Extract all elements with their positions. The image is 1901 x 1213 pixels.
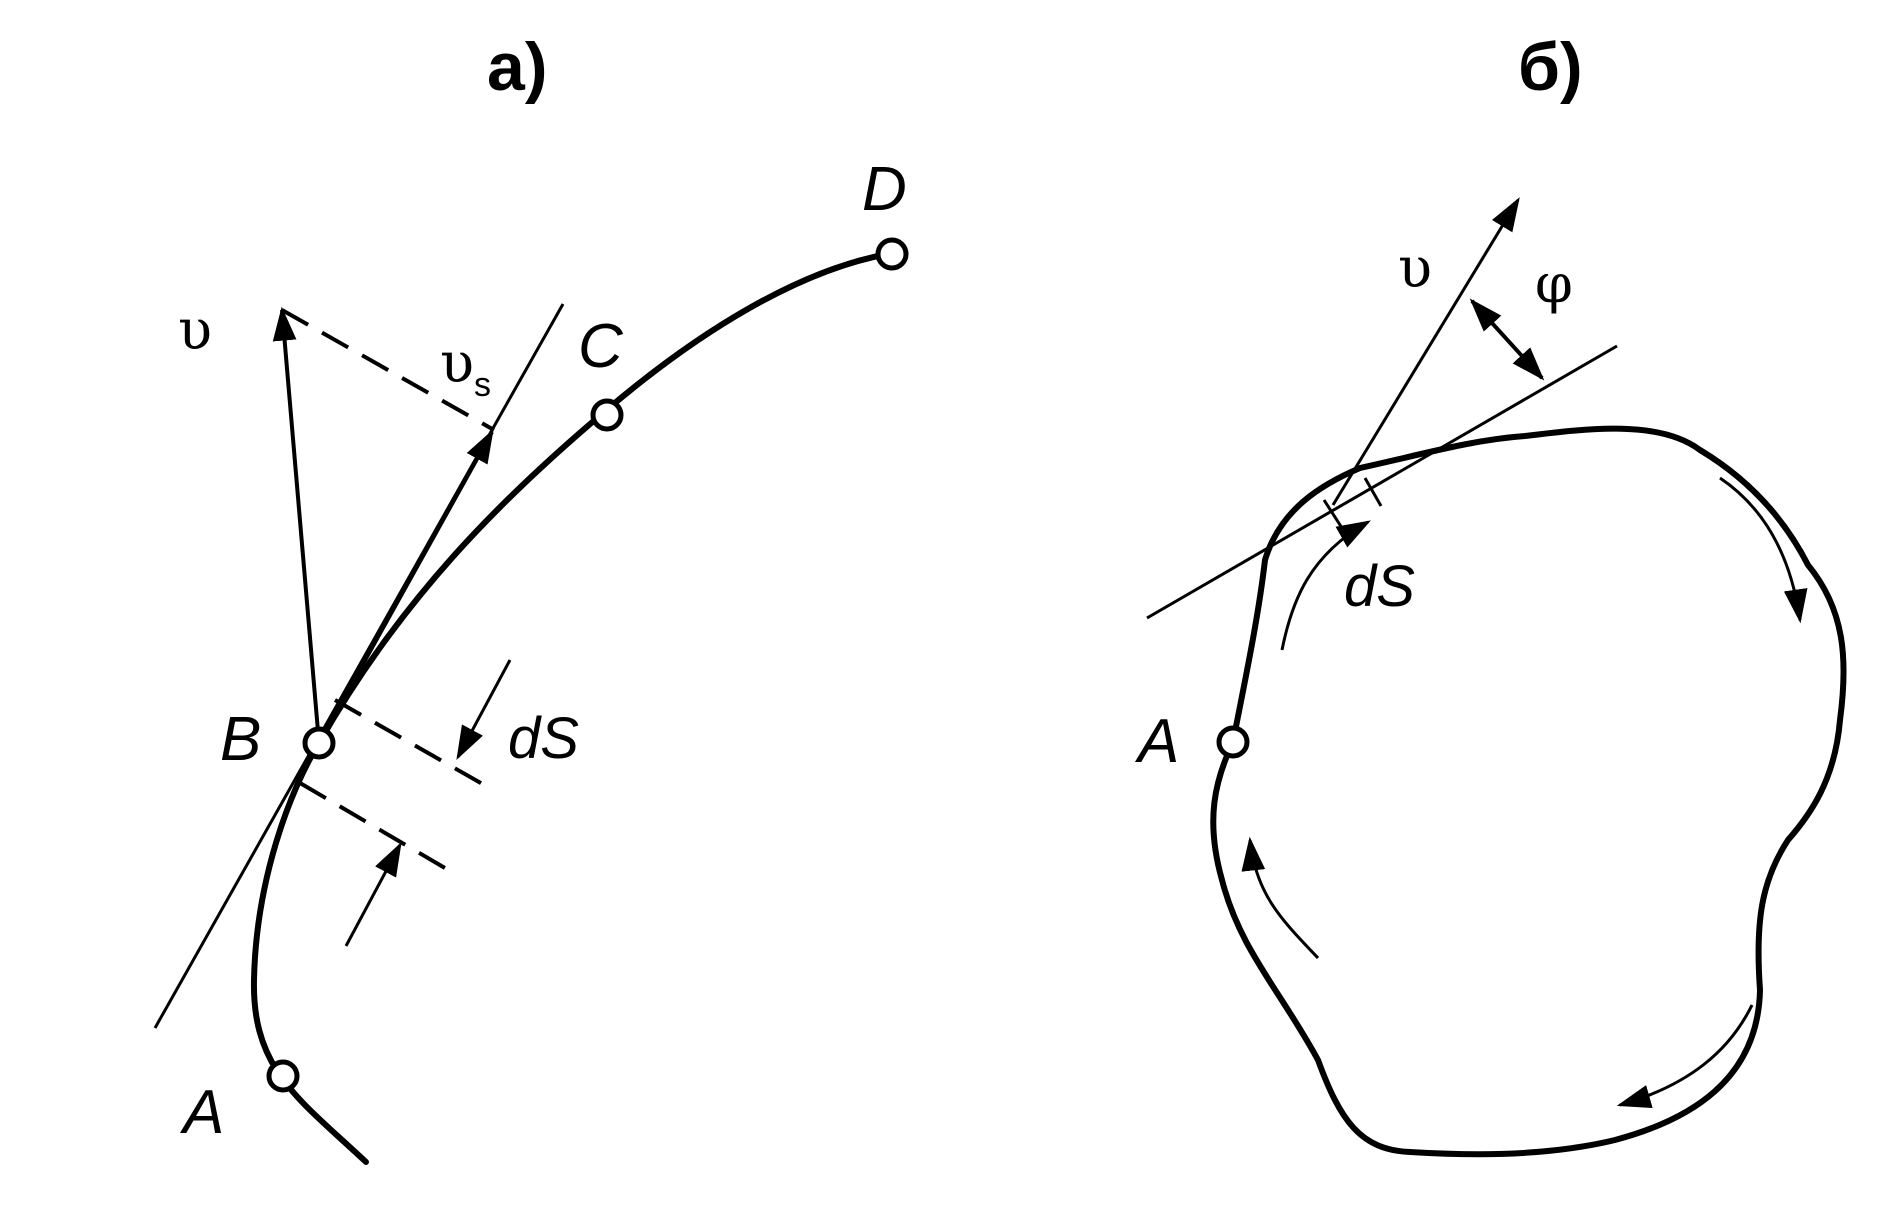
tangent-line-b [1146,344,1618,620]
ds-arrow-top [456,659,512,760]
label-tangential-velocity: υ [440,331,474,396]
point-a-marker [266,1059,300,1093]
ds-arrow-bottom [344,842,402,947]
label-point-a-b: A [1134,707,1179,776]
direction-arrow-right [1719,476,1808,624]
panel-b-title: б) [1518,29,1583,105]
point-b-marker [302,726,336,760]
label-point-c: C [578,312,624,381]
label-velocity-b: υ [1398,236,1432,301]
velocity-vector [272,306,321,744]
trajectory-curve [250,251,891,1165]
direction-arrow-bottom [1616,1004,1754,1109]
direction-arrow-top [1280,520,1371,651]
velocity-vector-b [1331,197,1520,506]
panel-a: а) A B C D υ υ s dS [153,29,909,1165]
label-point-b: B [220,705,261,774]
label-tangential-velocity-subscript: s [474,366,491,404]
ds-tick-right [1363,477,1383,507]
ds-upper-dashed-line [334,698,494,792]
label-ds-a: dS [508,706,579,771]
point-c-marker [590,398,624,432]
projection-dashed-line [281,308,495,432]
label-point-a: A [179,1078,224,1147]
panel-b: б) A υ φ dS [1134,29,1847,1158]
tangent-line [153,303,565,1029]
label-point-d: D [862,155,907,224]
closed-trajectory-curve [1210,425,1847,1158]
ds-lower-dashed-line [298,781,452,873]
angle-phi-double-arrow [1469,298,1545,381]
panel-a-title: а) [487,29,547,105]
point-a-b-marker [1216,725,1250,759]
tangential-velocity-vector [317,429,494,744]
label-angle-phi: φ [1535,252,1573,315]
point-d-marker [875,237,909,271]
label-ds-b: dS [1344,554,1415,619]
direction-arrow-left [1241,836,1320,960]
label-velocity: υ [178,298,212,363]
